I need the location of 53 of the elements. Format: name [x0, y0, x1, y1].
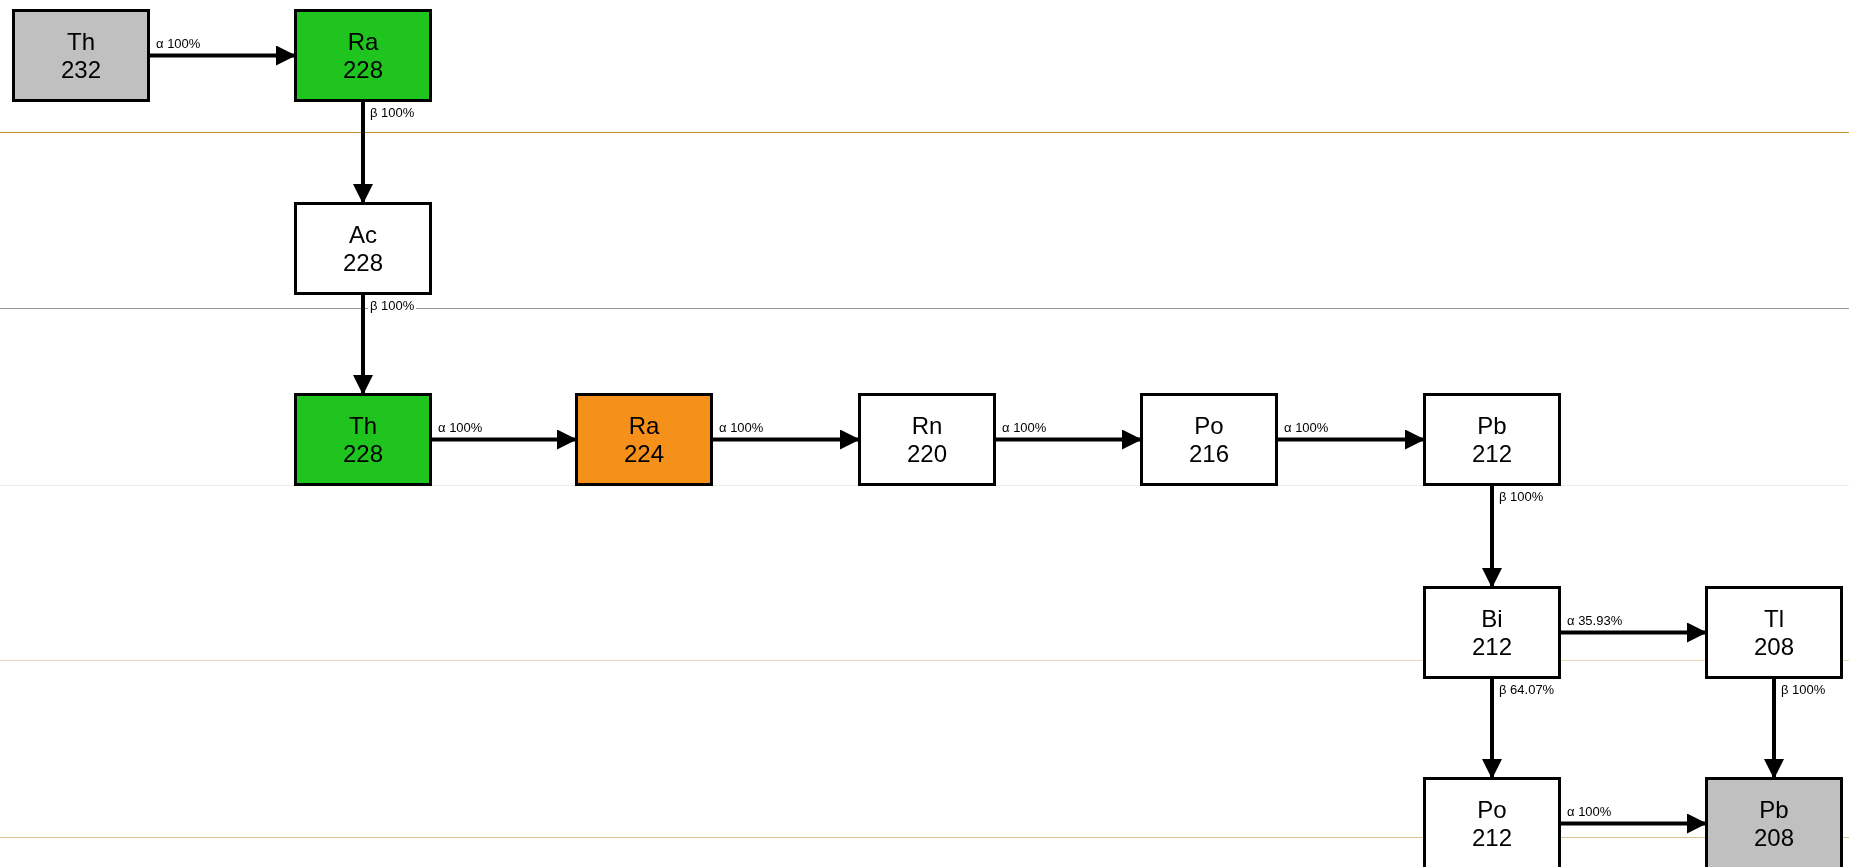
arrow: [150, 45, 296, 66]
arrow: [353, 295, 373, 395]
element-symbol: Th: [67, 27, 95, 56]
mass-number: 220: [906, 439, 947, 468]
mass-number: 224: [623, 439, 664, 468]
element-symbol: Bi: [1481, 604, 1503, 633]
arrow: [353, 102, 373, 204]
mass-number: 232: [60, 55, 101, 84]
nuclide-box: [294, 9, 432, 102]
mass-number: 216: [1188, 439, 1229, 468]
arrow: [1561, 622, 1707, 643]
mass-number: 212: [1471, 823, 1512, 852]
nuclide-box: [858, 393, 996, 486]
mass-number: 208: [1753, 632, 1794, 661]
nuclide-box: [294, 393, 432, 486]
edge-label: β 100%: [1497, 489, 1546, 505]
nuclide-box: [1705, 777, 1843, 867]
nuclide-box: [1705, 586, 1843, 679]
nuclide-box: [1423, 586, 1561, 679]
arrow: [1482, 679, 1502, 779]
edge-label: β 100%: [368, 105, 417, 121]
element-symbol: Th: [349, 411, 377, 440]
element-symbol: Rn: [911, 411, 943, 440]
nuclide-box: [1423, 777, 1561, 867]
element-symbol: Pb: [1477, 411, 1507, 440]
mass-number: 228: [342, 55, 383, 84]
arrow: [1278, 429, 1425, 450]
edge-label: β 100%: [368, 298, 417, 314]
mass-number: 228: [342, 248, 383, 277]
arrow: [1482, 486, 1502, 588]
element-symbol: Po: [1194, 411, 1224, 440]
arrow: [1764, 679, 1784, 779]
mass-number: 212: [1471, 439, 1512, 468]
element-symbol: Ra: [347, 27, 379, 56]
nuclide-box: [1140, 393, 1278, 486]
nuclide-box: [575, 393, 713, 486]
edge-label: β 100%: [1779, 682, 1828, 698]
mass-number: 208: [1753, 823, 1794, 852]
arrow: [1561, 813, 1707, 834]
mass-number: 212: [1471, 632, 1512, 661]
element-symbol: Ac: [349, 220, 377, 249]
mass-number: 228: [342, 439, 383, 468]
nuclide-box: [12, 9, 150, 102]
arrow: [996, 429, 1142, 450]
element-symbol: Tl: [1764, 604, 1784, 633]
nuclide-box: [294, 202, 432, 295]
arrow: [713, 429, 860, 450]
edge-label: β 64.07%: [1497, 682, 1557, 698]
arrow: [432, 429, 577, 450]
element-symbol: Po: [1477, 795, 1507, 824]
element-symbol: Pb: [1759, 795, 1789, 824]
nuclide-box: [1423, 393, 1561, 486]
element-symbol: Ra: [628, 411, 660, 440]
